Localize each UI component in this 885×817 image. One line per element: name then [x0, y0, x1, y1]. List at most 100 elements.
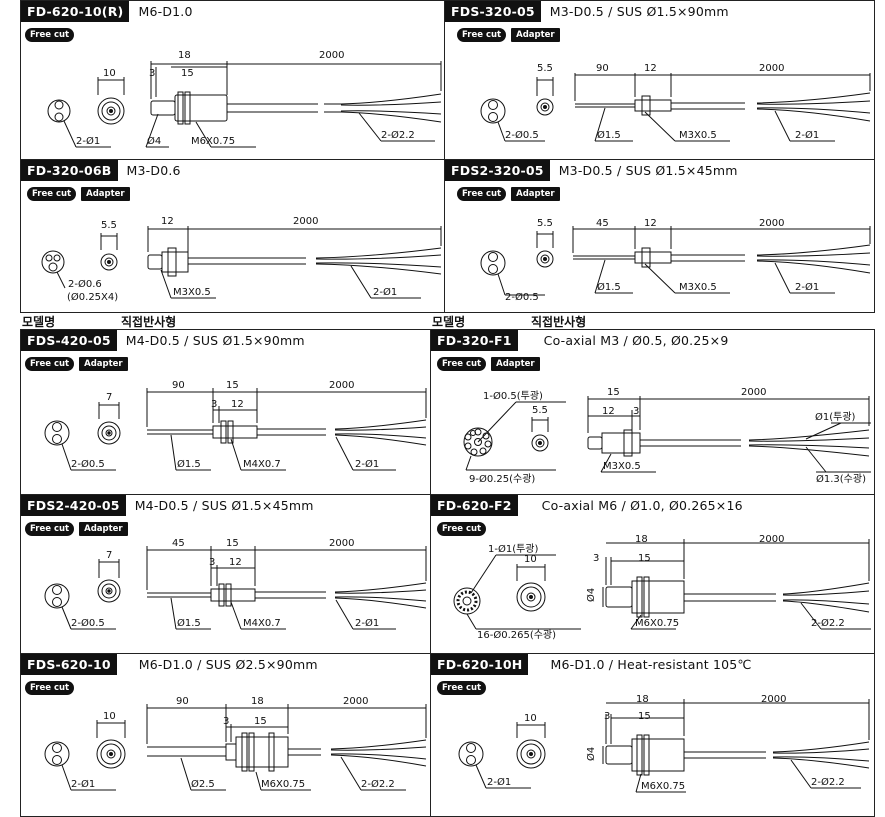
model-code: FD-620-F2 — [431, 495, 518, 516]
fiber-end-icon — [44, 583, 70, 609]
fiber-end-icon — [44, 420, 70, 446]
sensor-drawing — [47, 61, 442, 148]
dim-label: 12 — [644, 218, 657, 229]
model-code: FDS2-420-05 — [21, 495, 126, 516]
korean-header-right: 모델명 직접반사형 — [430, 312, 875, 329]
dim-label: 3 — [209, 557, 215, 568]
dim-label: 2000 — [759, 218, 784, 229]
free-cut-badge: Free cut — [25, 357, 75, 371]
callout-label: 1-Ø1(투광) — [488, 543, 539, 555]
fiber-end-icon — [44, 741, 70, 767]
dim-label: 3 — [633, 406, 639, 417]
callout-label: M6X0.75 — [261, 779, 305, 790]
dimension-labels: 10 3 15 18 2000 Ø4 2-Ø1 M6X0.75 2-Ø2.2 — [487, 694, 845, 792]
dim-label: Ø4 — [585, 747, 597, 761]
dim-label: 10 — [103, 68, 116, 79]
callout-label: Ø4 — [147, 135, 161, 147]
dim-label: 15 — [254, 716, 267, 727]
dimension-labels: 10 3 15 18 2000 2-Ø1 Ø4 M6X0.75 2-Ø2.2 — [76, 50, 415, 147]
dimension-labels: 5.5 12 2000 2-Ø0.6 (Ø0.25X4) M3X0.5 2-Ø1 — [67, 216, 397, 303]
callout-label: 2-Ø1 — [76, 135, 100, 147]
nut-front-icon — [97, 579, 121, 603]
callout-label: Ø1.5 — [597, 129, 621, 141]
callout-label: M6X0.75 — [635, 618, 679, 629]
dim-label: 15 — [226, 380, 239, 391]
model-spec: M3-D0.5 / SUS Ø1.5×90mm — [549, 4, 729, 19]
fiber-end-icon — [458, 741, 484, 767]
dim-label: 18 — [178, 50, 191, 61]
callout-label: Ø1.5 — [177, 458, 201, 470]
dim-label: 90 — [176, 696, 189, 707]
sensor-drawing — [44, 704, 427, 791]
sensor-drawing — [44, 388, 427, 471]
model-spec: M3-D0.5 / SUS Ø1.5×45mm — [558, 163, 738, 178]
model-spec: M4-D0.5 / SUS Ø1.5×45mm — [134, 498, 314, 513]
callout-label: M3X0.5 — [679, 282, 717, 293]
model-name-label: 모델명 — [22, 315, 56, 329]
dim-label: 10 — [524, 554, 537, 565]
model-spec: M4-D0.5 / SUS Ø1.5×90mm — [125, 333, 305, 348]
dim-label: 2000 — [293, 216, 318, 227]
model-name-label: 모델명 — [432, 315, 466, 329]
dim-label: 15 — [181, 68, 194, 79]
sensor-drawing — [458, 699, 870, 793]
dim-label: 7 — [106, 392, 112, 403]
nut-front-icon — [516, 739, 546, 769]
dim-label: 12 — [231, 399, 244, 410]
callout-label: 16-Ø0.265(수광) — [477, 629, 556, 641]
dim-label: 5.5 — [532, 405, 548, 416]
dim-label: 45 — [172, 538, 185, 549]
dim-label: 2000 — [329, 380, 354, 391]
dim-label: 3 — [593, 553, 599, 564]
dim-label: 3 — [604, 711, 610, 722]
dim-label: 90 — [596, 63, 609, 74]
sensor-drawing — [463, 396, 871, 473]
coaxial-end-icon — [463, 427, 493, 457]
dim-label: 18 — [635, 534, 648, 545]
dim-label: 5.5 — [537, 218, 553, 229]
dim-label: 90 — [172, 380, 185, 391]
nut-front-icon — [97, 97, 125, 125]
callout-label: Ø1.3(수광) — [816, 473, 866, 485]
callout-label: M3X0.5 — [603, 461, 641, 472]
dim-label: 2000 — [759, 534, 784, 545]
model-code: FDS-620-10 — [21, 654, 117, 675]
callout-label: M4X0.7 — [243, 618, 281, 629]
dim-label: 7 — [106, 550, 112, 561]
callout-label: Ø1(투광) — [815, 411, 856, 423]
fiber-end-icon — [480, 250, 506, 276]
callout-label: 2-Ø0.5 — [71, 458, 105, 470]
dim-label: 12 — [644, 63, 657, 74]
model-spec: M3-D0.6 — [126, 163, 181, 178]
dim-label: 15 — [638, 553, 651, 564]
dim-label: 15 — [638, 711, 651, 722]
model-code: FDS-420-05 — [21, 330, 117, 351]
dim-label: 12 — [602, 406, 615, 417]
dim-label: 2000 — [741, 387, 766, 398]
dim-label: 3 — [223, 716, 229, 727]
callout-label: 2-Ø1 — [373, 286, 397, 298]
free-cut-badge: Free cut — [457, 28, 507, 42]
callout-label: 2-Ø1 — [795, 281, 819, 293]
dimension-labels: 7 45 15 3 12 2000 2-Ø0.5 Ø1.5 M4X0.7 2-Ø… — [71, 538, 379, 629]
dim-label: 15 — [226, 538, 239, 549]
adapter-badge: Adapter — [79, 522, 128, 536]
model-code: FDS-320-05 — [445, 1, 541, 22]
adapter-badge: Adapter — [81, 187, 130, 201]
dimension-labels: 10 90 3 15 18 2000 2-Ø1 Ø2.5 M6X0.75 2-Ø… — [71, 696, 395, 790]
type-label: 직접반사형 — [121, 315, 177, 329]
nut-front-icon — [96, 739, 126, 769]
dim-label: 5.5 — [537, 63, 553, 74]
fiber-end-icon — [41, 250, 65, 274]
nut-front-icon — [97, 421, 121, 445]
sensor-drawing — [480, 226, 871, 296]
model-spec: M6-D1.0 — [138, 4, 193, 19]
nut-front-icon — [536, 250, 554, 268]
dim-label: 10 — [103, 711, 116, 722]
callout-label: M4X0.7 — [243, 459, 281, 470]
callout-label: 2-Ø0.5 — [505, 291, 539, 303]
callout-label: M6X0.75 — [641, 781, 685, 792]
